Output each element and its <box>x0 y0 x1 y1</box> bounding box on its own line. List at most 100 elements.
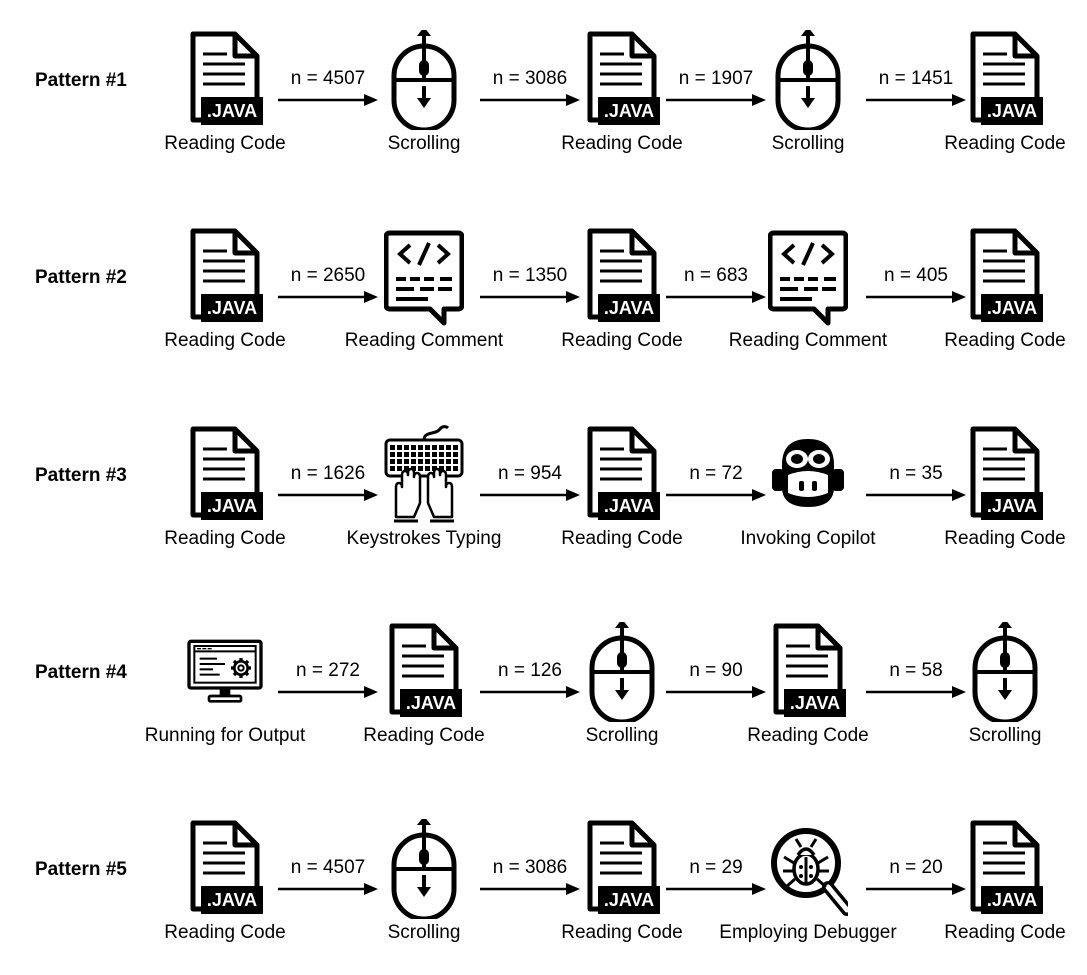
transition-arrow: n = 272 <box>278 660 378 700</box>
file-badge-text: .JAVA <box>604 496 654 516</box>
code-comment-icon <box>384 227 464 327</box>
file-badge-text: .JAVA <box>987 496 1037 516</box>
transition-count: n = 58 <box>889 660 943 681</box>
activity-caption: Scrolling <box>585 725 659 746</box>
transition-count: n = 3086 <box>492 68 568 89</box>
pattern-label: Pattern #4 <box>35 662 127 683</box>
activity-caption: Keystrokes Typing <box>346 528 502 549</box>
activity-caption: Reading Comment <box>728 330 888 351</box>
transition-arrow: n = 4507 <box>278 68 378 108</box>
java-file-icon: .JAVA <box>185 819 265 919</box>
activity-caption: Reading Code <box>164 528 286 549</box>
transition-arrow: n = 1626 <box>278 463 378 503</box>
activity-caption: Reading Comment <box>344 330 504 351</box>
mouse-scroll-icon <box>384 30 464 130</box>
mouse-scroll-icon <box>768 30 848 130</box>
activity-caption: Reading Code <box>561 330 683 351</box>
file-badge-text: .JAVA <box>987 298 1037 318</box>
code-comment-icon <box>768 227 848 327</box>
pattern-label: Pattern #1 <box>35 70 127 91</box>
transition-count: n = 90 <box>689 660 743 681</box>
java-file-icon: .JAVA <box>185 425 265 525</box>
arrow-right-icon <box>278 489 378 501</box>
transition-count: n = 272 <box>296 660 360 681</box>
transition-count: n = 1451 <box>878 68 954 89</box>
activity-caption: Reading Code <box>944 922 1066 943</box>
transition-arrow: n = 4507 <box>278 857 378 897</box>
arrow-right-icon <box>666 291 766 303</box>
transition-arrow: n = 1350 <box>480 265 580 305</box>
copilot-icon <box>768 425 848 525</box>
arrow-right-icon <box>278 94 378 106</box>
transition-count: n = 954 <box>498 463 562 484</box>
arrow-right-icon <box>866 94 966 106</box>
arrow-right-icon <box>278 883 378 895</box>
java-file-icon: .JAVA <box>965 819 1045 919</box>
transition-count: n = 683 <box>684 265 748 286</box>
transition-count: n = 20 <box>889 857 943 878</box>
transition-arrow: n = 72 <box>666 463 766 503</box>
transition-count: n = 4507 <box>290 68 366 89</box>
java-file-icon: .JAVA <box>965 425 1045 525</box>
activity-caption: Invoking Copilot <box>740 528 876 549</box>
mouse-scroll-icon <box>965 622 1045 722</box>
transition-arrow: n = 3086 <box>480 68 580 108</box>
transition-arrow: n = 2650 <box>278 265 378 305</box>
transition-arrow: n = 1907 <box>666 68 766 108</box>
java-file-icon: .JAVA <box>768 622 848 722</box>
arrow-right-icon <box>866 291 966 303</box>
transition-count: n = 405 <box>884 265 948 286</box>
file-badge-text: .JAVA <box>604 101 654 121</box>
activity-caption: Employing Debugger <box>719 922 897 943</box>
transition-count: n = 29 <box>689 857 743 878</box>
transition-arrow: n = 3086 <box>480 857 580 897</box>
file-badge-text: .JAVA <box>790 693 840 713</box>
transition-arrow: n = 126 <box>480 660 580 700</box>
activity-caption: Reading Code <box>363 725 485 746</box>
java-file-icon: .JAVA <box>185 30 265 130</box>
file-badge-text: .JAVA <box>987 890 1037 910</box>
pattern-label: Pattern #2 <box>35 267 127 288</box>
file-badge-text: .JAVA <box>207 298 257 318</box>
java-file-icon: .JAVA <box>582 425 662 525</box>
arrow-right-icon <box>278 291 378 303</box>
arrow-right-icon <box>480 883 580 895</box>
transition-count: n = 1907 <box>678 68 754 89</box>
arrow-right-icon <box>480 489 580 501</box>
arrow-right-icon <box>666 883 766 895</box>
java-file-icon: .JAVA <box>582 227 662 327</box>
transition-count: n = 126 <box>498 660 562 681</box>
transition-arrow: n = 29 <box>666 857 766 897</box>
activity-caption: Reading Code <box>164 922 286 943</box>
transition-arrow: n = 1451 <box>866 68 966 108</box>
activity-caption: Scrolling <box>968 725 1042 746</box>
java-file-icon: .JAVA <box>185 227 265 327</box>
transition-count: n = 72 <box>689 463 743 484</box>
activity-caption: Reading Code <box>164 330 286 351</box>
transition-arrow: n = 405 <box>866 265 966 305</box>
java-file-icon: .JAVA <box>582 819 662 919</box>
debugger-icon <box>768 819 848 919</box>
file-badge-text: .JAVA <box>207 496 257 516</box>
activity-caption: Reading Code <box>164 133 286 154</box>
activity-caption: Reading Code <box>561 133 683 154</box>
activity-caption: Reading Code <box>944 133 1066 154</box>
mouse-scroll-icon <box>384 819 464 919</box>
transition-count: n = 3086 <box>492 857 568 878</box>
transition-arrow: n = 683 <box>666 265 766 305</box>
activity-caption: Reading Code <box>944 528 1066 549</box>
arrow-right-icon <box>866 489 966 501</box>
file-badge-text: .JAVA <box>987 101 1037 121</box>
arrow-right-icon <box>666 94 766 106</box>
activity-caption: Reading Code <box>747 725 869 746</box>
java-file-icon: .JAVA <box>965 227 1045 327</box>
arrow-right-icon <box>666 489 766 501</box>
transition-count: n = 35 <box>889 463 943 484</box>
arrow-right-icon <box>480 291 580 303</box>
mouse-scroll-icon <box>582 622 662 722</box>
transition-arrow: n = 20 <box>866 857 966 897</box>
activity-caption: Scrolling <box>387 922 461 943</box>
file-badge-text: .JAVA <box>604 298 654 318</box>
keyboard-typing-icon <box>384 425 464 525</box>
